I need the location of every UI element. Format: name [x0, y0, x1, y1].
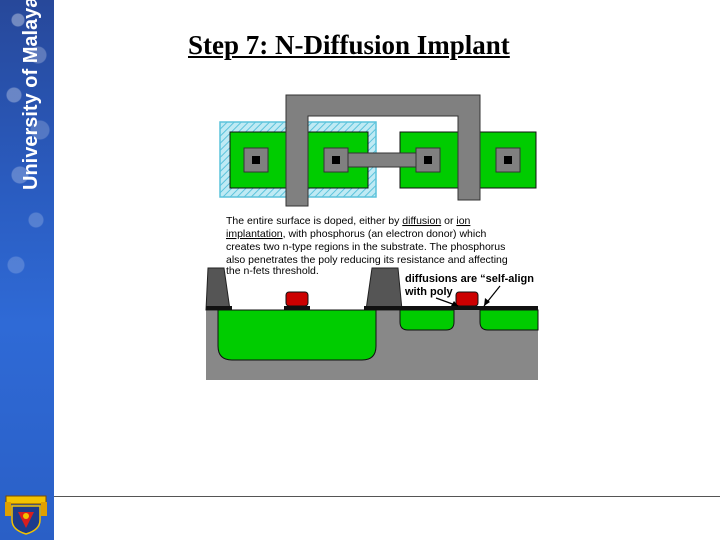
self-align-callout: diffusions are “self-align with poly [404, 273, 534, 307]
oxide-layer-left [206, 306, 232, 310]
description-text: The entire surface is doped, either by d… [226, 215, 508, 277]
university-sidebar: University of Malaya [0, 0, 54, 540]
field-oxide-center [365, 267, 403, 311]
contact-4 [504, 156, 512, 164]
gate-oxide-right [454, 306, 480, 310]
slide-title: Step 7: N-Diffusion Implant [188, 30, 510, 60]
poly-gate-left [285, 291, 309, 307]
svg-text:The entire surface is doped, e: The entire surface is doped, either by d… [226, 215, 471, 227]
svg-text:also penetrates the poly reduc: also penetrates the poly reducing its re… [226, 254, 508, 266]
n-diffusion-right [479, 309, 539, 331]
cross-section-view [205, 267, 539, 380]
layout-top-view [219, 94, 537, 207]
sidebar-photo-collage [0, 0, 54, 330]
n-diffusion-left [399, 309, 455, 331]
callout-arrowhead-1 [451, 301, 458, 306]
gate-oxide-left [284, 306, 310, 310]
poly-gate-right [455, 291, 479, 307]
n-well-diffusion [217, 309, 377, 361]
poly-gate-loop [285, 94, 481, 207]
svg-text:with poly: with poly [404, 286, 454, 298]
svg-text:implantation, with phosphorus: implantation, with phosphorus (an electr… [226, 228, 486, 240]
university-name-text: University of Malaya [20, 0, 42, 190]
svg-text:the n-fets threshold.: the n-fets threshold. [226, 265, 319, 277]
n-diffusion-diagram: The entire surface is doped, either by d… [205, 94, 539, 380]
contact-2 [332, 156, 340, 164]
university-crest-icon [5, 495, 47, 535]
footer-divider [54, 496, 720, 497]
contact-3 [424, 156, 432, 164]
oxide-layer-mid [364, 306, 404, 310]
callout-arrowhead-2 [484, 298, 490, 306]
university-name-vertical: University of Malaya [20, 0, 44, 380]
svg-text:diffusions are “self-align: diffusions are “self-align [405, 273, 534, 285]
contact-1 [252, 156, 260, 164]
svg-text:creates two n-type regions in: creates two n-type regions in the substr… [226, 241, 505, 253]
